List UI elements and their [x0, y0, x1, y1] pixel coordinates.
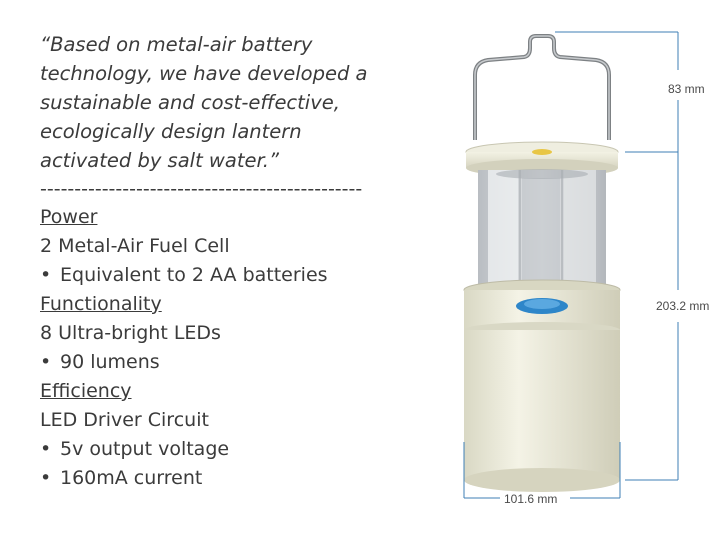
height-dimension-label: 203.2 mm — [656, 299, 710, 313]
section-functionality: Functionality 8 Ultra-bright LEDs • 90 l… — [40, 290, 420, 377]
lantern-base — [463, 279, 621, 492]
cap-indicator — [532, 149, 552, 155]
quote-line: ecologically design lantern — [40, 120, 302, 143]
lantern-figure: 83 mm 203.2 mm 101.6 mm — [430, 20, 720, 530]
bullet-item: • Equivalent to 2 AA batteries — [40, 261, 420, 290]
bullet-icon: • — [40, 351, 52, 373]
bullet-icon: • — [40, 264, 52, 286]
quote-line: activated by salt water.” — [40, 149, 279, 172]
dimension-lines — [463, 31, 679, 499]
product-quote: “Based on metal-air battery technology, … — [40, 30, 420, 175]
section-heading: Functionality — [40, 293, 162, 315]
quote-line: “Based on metal-air battery — [40, 33, 313, 56]
section-line: 2 Metal-Air Fuel Cell — [40, 235, 230, 257]
bullet-icon: • — [40, 467, 52, 489]
lantern-illustration — [463, 31, 679, 499]
bullet-item: • 5v output voltage — [40, 435, 420, 464]
section-power: Power 2 Metal-Air Fuel Cell • Equivalent… — [40, 203, 420, 290]
bullet-text: 5v output voltage — [60, 438, 230, 460]
section-efficiency: Efficiency LED Driver Circuit • 5v outpu… — [40, 377, 420, 493]
bullet-text: 160mA current — [60, 467, 203, 489]
bullet-item: • 160mA current — [40, 464, 420, 493]
handle-icon — [473, 34, 611, 140]
bullet-icon: • — [40, 438, 52, 460]
fuel-cell-chamber — [478, 169, 606, 288]
section-line: LED Driver Circuit — [40, 409, 209, 431]
bullet-text: 90 lumens — [60, 351, 160, 373]
handle-dimension-label: 83 mm — [668, 82, 705, 96]
spec-text-block: “Based on metal-air battery technology, … — [40, 30, 420, 493]
quote-line: technology, we have developed a — [40, 62, 368, 85]
section-line: 8 Ultra-bright LEDs — [40, 322, 221, 344]
bullet-text: Equivalent to 2 AA batteries — [60, 264, 328, 286]
section-heading: Power — [40, 206, 98, 228]
quote-line: sustainable and cost-effective, — [40, 91, 340, 114]
section-heading: Efficiency — [40, 380, 132, 402]
bullet-item: • 90 lumens — [40, 348, 420, 377]
width-dimension-label: 101.6 mm — [504, 492, 558, 506]
dashed-divider: ----------------------------------------… — [40, 178, 363, 200]
